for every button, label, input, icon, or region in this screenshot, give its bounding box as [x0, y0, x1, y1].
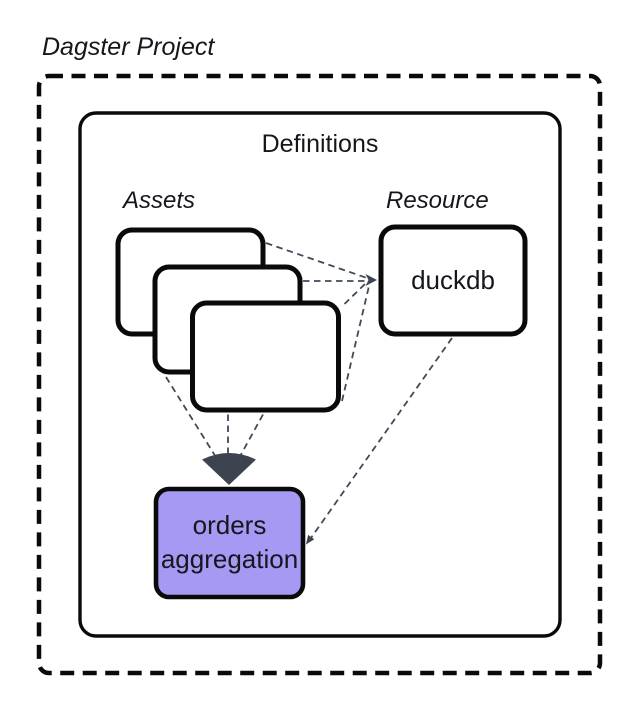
assets-section-label: Assets	[123, 187, 196, 214]
diagram-title: Dagster Project	[42, 33, 215, 61]
orders-aggregation-node-label: orders aggregation	[156, 489, 303, 597]
orders-label-line1: orders	[192, 510, 267, 541]
orders-label-line2: aggregation	[160, 544, 299, 574]
edge-asset-front-top-to-duckdb	[343, 281, 368, 305]
asset-card-front	[190, 300, 341, 413]
edge-asset-back-to-duckdb	[265, 242, 368, 279]
edge-asset-front-bottom-to-duckdb	[341, 285, 370, 402]
edge-asset-middle-to-orders	[165, 376, 220, 463]
resource-section-label: Resource	[386, 187, 489, 214]
orders-aggregation-node-box	[153, 486, 306, 600]
definitions-label: Definitions	[261, 130, 379, 158]
duckdb-node-box	[378, 224, 528, 337]
edge-duckdb-to-orders	[308, 337, 453, 541]
edge-asset-front-to-orders-right	[237, 414, 264, 461]
duckdb-node-label: duckdb	[411, 265, 495, 295]
project-boundary	[36, 73, 603, 676]
duckdb-arrowhead-icon	[365, 274, 377, 286]
orders-side-arrowhead-icon	[306, 534, 315, 545]
orders-merge-arrowhead-icon	[202, 453, 256, 485]
